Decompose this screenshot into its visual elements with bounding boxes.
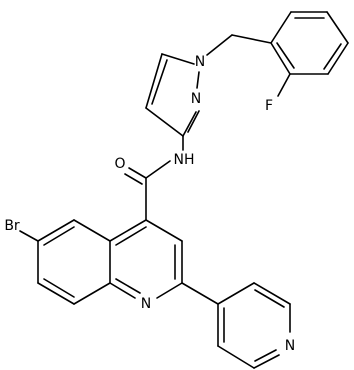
pyrazole-n2-label: N bbox=[191, 91, 201, 107]
amide-nh-label: NH bbox=[174, 152, 195, 168]
bond-lines bbox=[19, 11, 349, 369]
pyridine-n-label: N bbox=[285, 338, 295, 354]
bromine-label: Br bbox=[4, 218, 20, 234]
atom-labels: F N N O NH Br N N bbox=[4, 54, 295, 354]
fluorine-label: F bbox=[265, 98, 273, 114]
amide-oxygen-label: O bbox=[114, 156, 125, 172]
pyrazole-n1-label: N bbox=[195, 54, 205, 70]
quinoline-n-label: N bbox=[141, 296, 151, 312]
